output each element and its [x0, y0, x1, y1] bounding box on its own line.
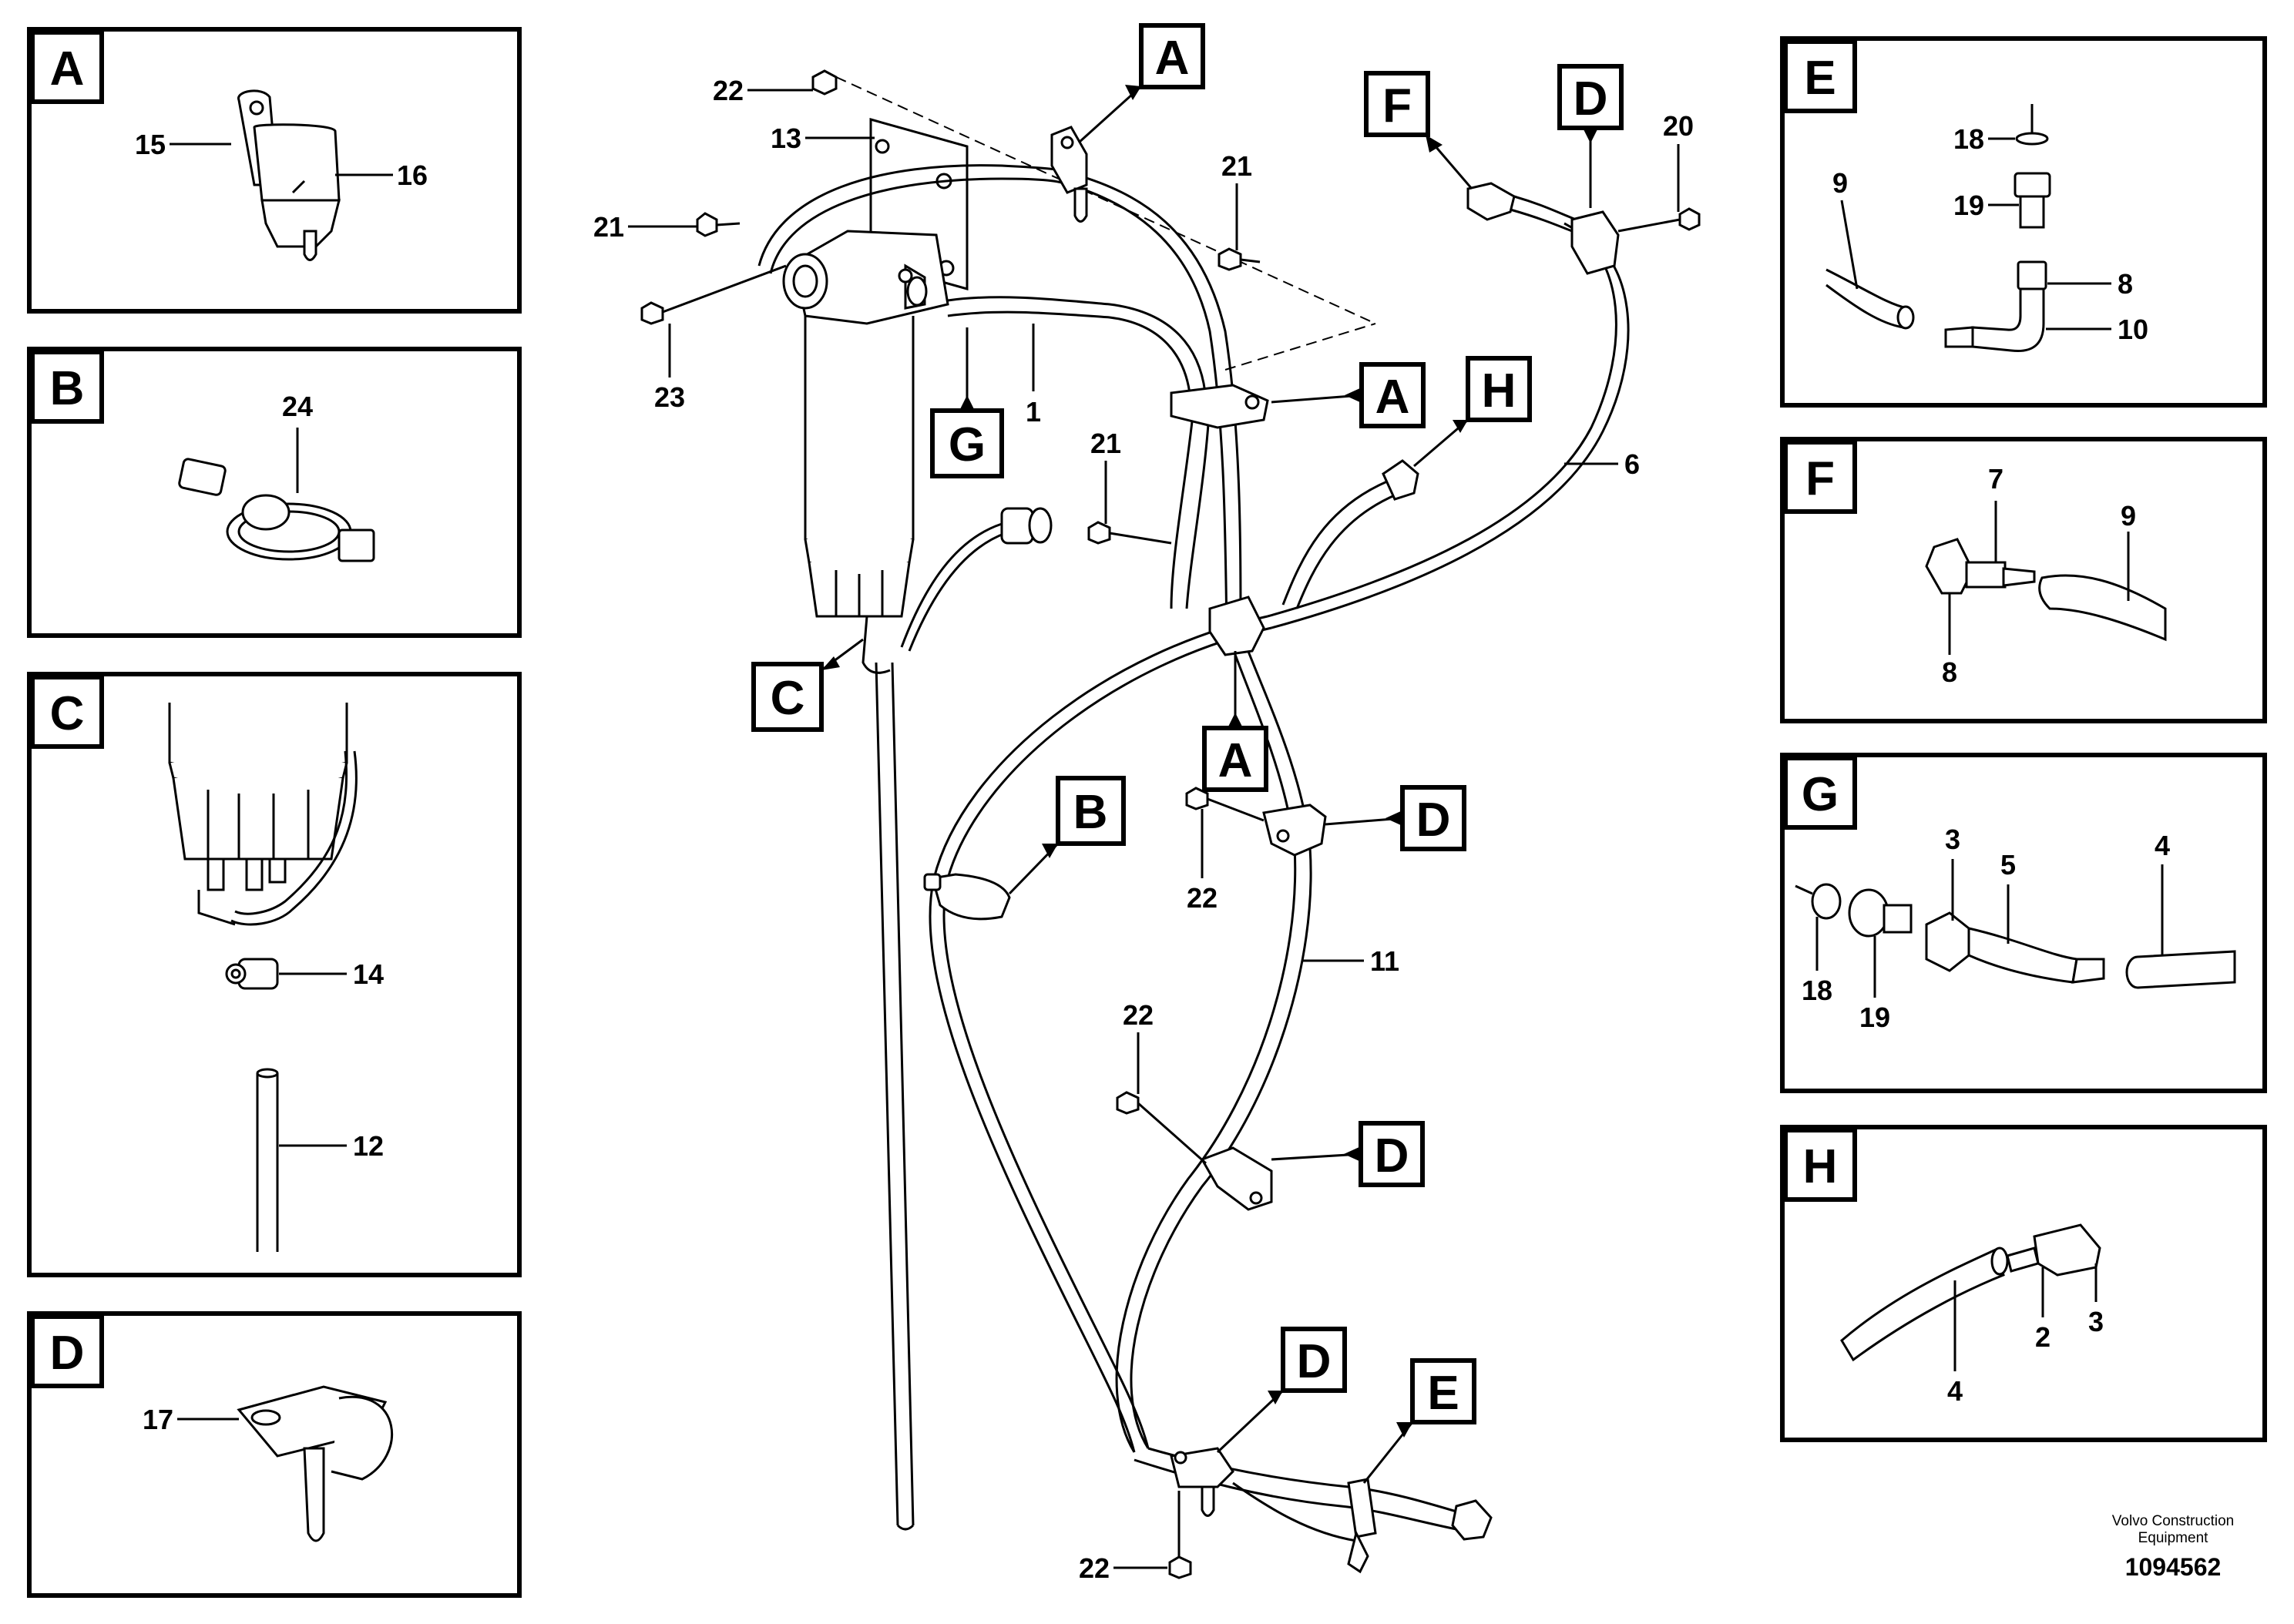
hose-h-branch — [1281, 480, 1397, 609]
band-clamp-part-24 — [178, 458, 375, 562]
upper-loop-hose — [757, 164, 1242, 632]
main-box-a-top: A — [1155, 32, 1190, 85]
panel-b-letter: B — [50, 362, 85, 415]
filter-bowl-bottom — [168, 703, 358, 926]
label-14: 14 — [353, 958, 384, 990]
label-4-g: 4 — [2155, 830, 2170, 861]
fittings-g — [1795, 883, 2236, 989]
clamps-main — [923, 126, 1620, 1517]
fitting-e — [1347, 1478, 1493, 1574]
label-7: 7 — [1988, 463, 2003, 495]
main-box-b: B — [1073, 786, 1108, 839]
main-box-h: H — [1482, 364, 1516, 418]
hose-11 — [1115, 631, 1312, 1453]
label-9-f: 9 — [2121, 500, 2136, 532]
sensor-wire — [900, 522, 1003, 648]
main-box-c: C — [771, 672, 805, 725]
main-label-21-mid: 21 — [1221, 150, 1252, 182]
main-box-a-lower: A — [1218, 734, 1253, 787]
label-19-e: 19 — [1953, 190, 1984, 221]
panel-e-letter: E — [1804, 52, 1836, 105]
detail-panel-e: E 18 19 9 8 10 — [1780, 36, 2267, 408]
main-assembly — [640, 69, 1701, 1579]
label-16: 16 — [397, 159, 428, 191]
hose-1 — [947, 296, 1211, 609]
clip-part-14 — [225, 958, 279, 990]
label-19-g: 19 — [1859, 1002, 1890, 1033]
main-box-e: E — [1427, 1367, 1459, 1420]
label-15: 15 — [135, 129, 166, 160]
main-part-numbers: 22 13 21 23 1 21 21 20 6 22 11 22 22 — [593, 75, 1694, 1584]
hose-part-12 — [256, 1068, 279, 1252]
main-box-a-middle: A — [1375, 371, 1410, 424]
bolts — [640, 69, 1701, 1579]
main-label-22-mid: 22 — [1187, 882, 1218, 914]
document-number: 1094562 — [2125, 1553, 2222, 1581]
label-3-h: 3 — [2088, 1306, 2104, 1337]
label-4-h: 4 — [1947, 1375, 1963, 1407]
credit-line-1: Volvo Construction — [2112, 1513, 2234, 1529]
detail-panel-g: G 18 19 3 5 4 — [1780, 753, 2267, 1093]
main-box-f: F — [1382, 79, 1412, 133]
panel-c-letter: C — [50, 687, 85, 740]
fittings-f — [1925, 538, 2167, 642]
panel-d-letter: D — [50, 1327, 85, 1380]
panel-g-letter: G — [1802, 768, 1839, 821]
fittings-e — [1825, 104, 2051, 353]
main-box-d-lower: D — [1375, 1129, 1409, 1183]
main-label-20: 20 — [1663, 110, 1694, 142]
label-18-e: 18 — [1953, 123, 1984, 155]
fittings-h — [1840, 1223, 2101, 1362]
label-24: 24 — [282, 391, 313, 422]
label-3-g: 3 — [1945, 824, 1960, 855]
label-5: 5 — [2000, 849, 2016, 881]
main-box-d-bottom: D — [1297, 1335, 1332, 1388]
main-label-21-left: 21 — [593, 211, 624, 243]
detail-panel-c: C 14 12 — [27, 672, 522, 1277]
main-label-6: 6 — [1624, 448, 1640, 480]
label-2: 2 — [2035, 1321, 2050, 1353]
label-17: 17 — [143, 1404, 173, 1435]
fitting-f — [1466, 182, 1516, 221]
label-8-e: 8 — [2118, 268, 2133, 300]
drain-hose-12 — [862, 616, 915, 1531]
clamp-part-15-16 — [237, 89, 341, 261]
main-box-d-upper: D — [1574, 72, 1608, 126]
main-label-22-top: 22 — [713, 75, 744, 106]
main-label-22-bottom: 22 — [1079, 1552, 1110, 1584]
label-12: 12 — [353, 1130, 384, 1162]
main-label-11: 11 — [1370, 945, 1399, 977]
main-label-23: 23 — [654, 381, 685, 413]
panel-f-letter: F — [1805, 452, 1835, 505]
hose-6 — [1267, 222, 1630, 629]
main-label-21-lower: 21 — [1090, 428, 1121, 459]
fuel-filter — [782, 230, 949, 618]
label-9-e: 9 — [1832, 167, 1848, 199]
footer: Volvo Construction Equipment 1094562 — [2112, 1513, 2234, 1581]
detail-panel-f: F 7 9 8 — [1780, 437, 2267, 723]
main-callout-boxes: A F D A H G C A — [751, 23, 1624, 1484]
detail-panel-a: A 15 16 — [27, 27, 522, 314]
label-8-f: 8 — [1942, 656, 1957, 688]
fitting-h — [1382, 459, 1419, 501]
main-box-g: G — [949, 418, 986, 471]
panel-h-letter: H — [1803, 1140, 1838, 1193]
main-label-1: 1 — [1026, 396, 1041, 428]
main-label-22-lower: 22 — [1123, 999, 1154, 1031]
hose-f-branch — [1510, 195, 1577, 233]
main-label-13: 13 — [771, 122, 801, 154]
sensor-connector — [1000, 507, 1053, 545]
clamp-part-17 — [237, 1385, 394, 1542]
panel-a-letter: A — [50, 42, 85, 96]
detail-panel-h: H 4 2 3 — [1780, 1125, 2267, 1442]
detail-panel-b: B 24 — [27, 347, 522, 638]
credit-line-2: Equipment — [2138, 1530, 2209, 1546]
label-18-g: 18 — [1802, 975, 1832, 1006]
label-10: 10 — [2118, 314, 2148, 345]
detail-panel-d: D 17 — [27, 1311, 522, 1598]
main-box-d-middle: D — [1416, 794, 1451, 847]
hose-lower-left — [929, 615, 1272, 1453]
